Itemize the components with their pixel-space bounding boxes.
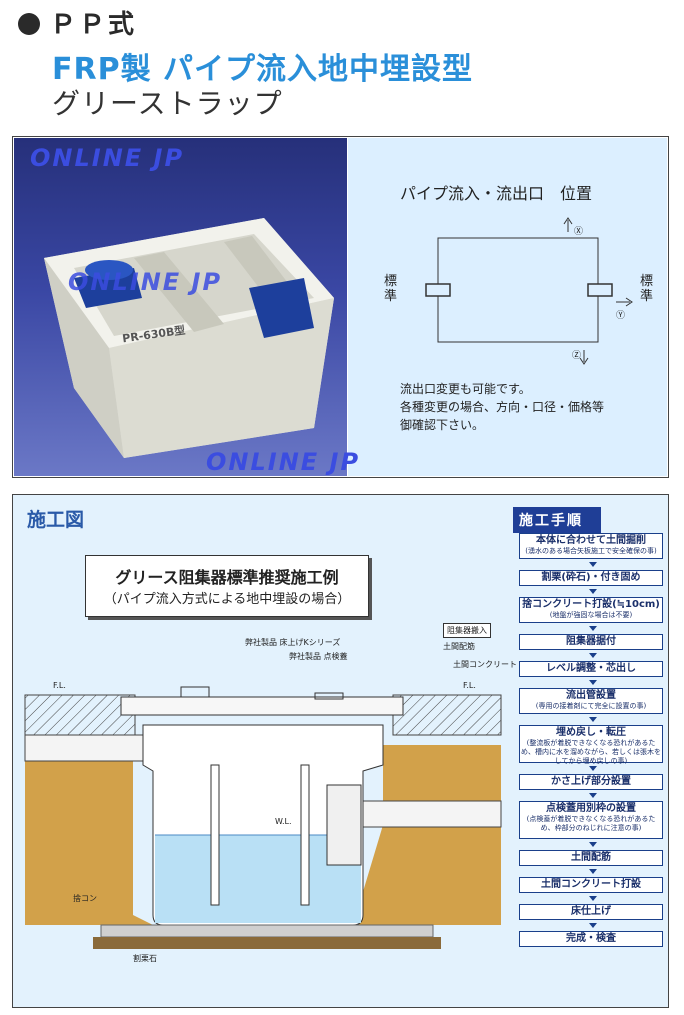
step-arrow-icon	[589, 680, 597, 685]
step-arrow-icon	[589, 842, 597, 847]
series-name: ＰＰ式	[50, 10, 138, 40]
step-note: (点検蓋が着脱できなくなる恐れがあるため、枠部分のねじれに注意の事)	[526, 815, 656, 832]
step-item: かさ上げ部分設置	[519, 774, 663, 790]
step-text: 阻集器据付	[566, 636, 616, 647]
step-text: 本体に合わせて土間掘削	[536, 535, 646, 546]
step-item: 埋め戻し・転圧(整流板が着脱できなくなる恐れがあるため、槽内に水を溜めながら、若…	[519, 725, 663, 765]
std-right-label: 標準	[640, 274, 654, 304]
note-2: 各種変更の場合、方向・口径・価格等	[400, 400, 605, 414]
step-text: 流出管設置	[566, 690, 616, 701]
step-item: 完成・検査	[519, 931, 663, 947]
step-arrow-icon	[589, 626, 597, 631]
step-arrow-icon	[589, 653, 597, 658]
label-floor-concrete: 土間コンクリート	[453, 660, 517, 669]
step-arrow-icon	[589, 896, 597, 901]
product-type-title: FRP製 パイプ流入地中埋設型	[52, 52, 474, 87]
example-subtitle: （パイプ流入方式による地中埋設の場合）	[103, 592, 351, 607]
step-text: 割栗(砕石)・付き固め	[541, 572, 641, 583]
step-arrow-icon	[589, 717, 597, 722]
step-item: 土間コンクリート打設	[519, 877, 663, 893]
step-text: かさ上げ部分設置	[551, 776, 631, 787]
label-fl-left: F.L.	[53, 681, 66, 690]
step-text: 土間配筋	[571, 852, 611, 863]
step-text: 完成・検査	[566, 933, 616, 944]
mark-y: Ⓨ	[616, 311, 626, 321]
step-text: 埋め戻し・転圧	[556, 727, 626, 738]
step-item: 土間配筋	[519, 850, 663, 866]
step-note: (専用の接着剤にて完全に設置の事)	[535, 702, 647, 710]
step-item: レベル調整・芯出し	[519, 661, 663, 677]
product-name-title: グリーストラップ	[52, 87, 283, 120]
mark-x: Ⓧ	[574, 227, 584, 237]
step-note: (整流板が着脱できなくなる恐れがあるため、槽内に水を溜めながら、若しくは張木をし…	[521, 739, 661, 765]
example-title: グリース阻集器標準推奨施工例	[115, 568, 339, 587]
step-text: 捨コンクリート打設(≒10cm)	[522, 599, 660, 610]
spec-notes: 流出口変更も可能です。 各種変更の場合、方向・口径・価格等 御確認下さい。	[400, 380, 604, 434]
step-item: 点検蓋用別枠の設置(点検蓋が着脱できなくなる恐れがあるため、枠部分のねじれに注意…	[519, 801, 663, 839]
bullet-icon	[18, 13, 40, 35]
step-item: 割栗(砕石)・付き固め	[519, 570, 663, 586]
step-arrow-icon	[589, 923, 597, 928]
grease-trap-illustration	[44, 218, 334, 458]
product-photo: ONLINE JP ONLINE JP PR-630B型	[14, 138, 347, 476]
construction-title: 施工図	[27, 509, 85, 531]
step-arrow-icon	[589, 589, 597, 594]
cross-section-diagram	[24, 686, 502, 949]
example-box: グリース阻集器標準推奨施工例 （パイプ流入方式による地中埋設の場合）	[85, 555, 369, 617]
label-product-cover: 弊社製品 床上げKシリーズ	[245, 638, 341, 647]
step-arrow-icon	[589, 766, 597, 771]
step-note: (湧水のある場合矢板施工で安全確保の事)	[525, 547, 657, 555]
step-text: 土間コンクリート打設	[541, 879, 641, 890]
step-item: 阻集器据付	[519, 634, 663, 650]
watermark-top: ONLINE JP	[30, 144, 185, 172]
step-arrow-icon	[589, 869, 597, 874]
product-overview-panel: ONLINE JP ONLINE JP PR-630B型 パイプ流入・流出口 位…	[12, 136, 669, 478]
step-text: 点検蓋用別枠の設置	[546, 803, 636, 814]
step-text: 床仕上げ	[571, 906, 611, 917]
watermark-middle: ONLINE JP	[68, 268, 223, 296]
steps-title: 施工手順	[513, 507, 601, 533]
note-1: 流出口変更も可能です。	[400, 382, 531, 396]
step-item: 床仕上げ	[519, 904, 663, 920]
pipe-position-diagram	[425, 217, 633, 365]
label-floor-rebar: 土間配筋	[443, 642, 475, 651]
series-title: ＰＰ式	[18, 4, 137, 41]
watermark-bottom: ONLINE JP	[206, 448, 361, 476]
step-arrow-icon	[589, 562, 597, 567]
step-item: 捨コンクリート打設(≒10cm)(地盤が強固な場合は不要)	[519, 597, 663, 623]
step-item: 流出管設置(専用の接着剤にて完全に設置の事)	[519, 688, 663, 714]
pipe-position-spec: パイプ流入・流出口 位置 標準 標準 Ⓧ Ⓨ Ⓩ 流出口変更も可能です。 各種変…	[348, 138, 667, 476]
label-product-inspect: 弊社製品 点検蓋	[289, 652, 348, 661]
spec-title: パイプ流入・流出口 位置	[400, 184, 593, 203]
step-item: 本体に合わせて土間掘削(湧水のある場合矢板施工で安全確保の事)	[519, 533, 663, 559]
std-left-label: 標準	[384, 274, 398, 304]
mark-z: Ⓩ	[572, 351, 582, 361]
label-gravel: 割栗石	[133, 954, 157, 963]
label-wl: W.L.	[275, 817, 292, 826]
step-note: (地盤が強固な場合は不要)	[549, 611, 633, 619]
label-fl-right: F.L.	[463, 681, 476, 690]
construction-panel: 施工図 グリース阻集器標準推奨施工例 （パイプ流入方式による地中埋設の場合）	[12, 494, 669, 1008]
label-carry-in: 阻集器搬入	[443, 623, 491, 638]
step-text: レベル調整・芯出し	[546, 663, 636, 674]
procedure-steps: 施工手順 本体に合わせて土間掘削(湧水のある場合矢板施工で安全確保の事) 割栗(砕…	[513, 507, 663, 947]
step-arrow-icon	[589, 793, 597, 798]
label-sutecon: 捨コン	[73, 894, 97, 903]
note-3: 御確認下さい。	[400, 418, 485, 432]
